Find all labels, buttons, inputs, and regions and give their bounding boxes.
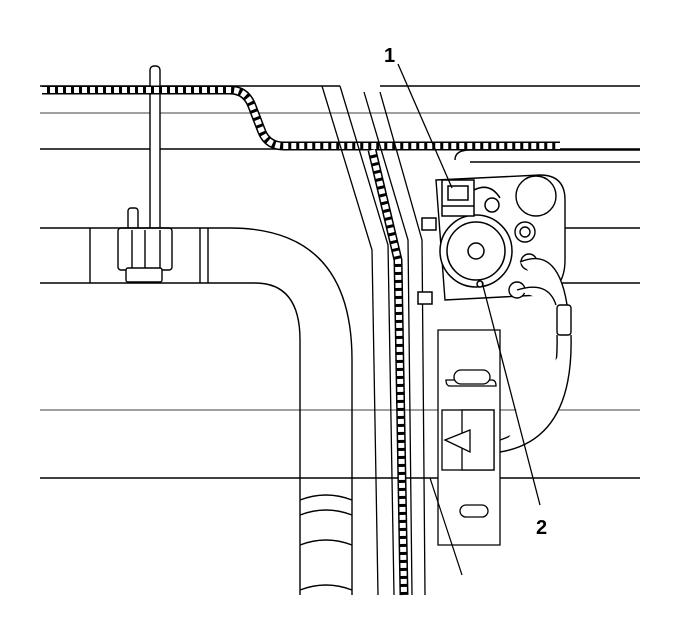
callout-2-label: 2 [536, 517, 547, 539]
side-harness [367, 148, 409, 596]
mounting-bracket [429, 329, 501, 576]
motor-assembly [417, 214, 513, 305]
frame-rails [321, 85, 426, 596]
callout-2-leader [481, 281, 541, 506]
callout-1-leader [397, 63, 453, 189]
callout-1-label: 1 [384, 45, 395, 67]
support-rod [117, 65, 173, 283]
air-duct [89, 227, 353, 595]
callouts [397, 63, 541, 506]
electrical-connector [441, 179, 501, 217]
upper-harness [42, 85, 560, 151]
